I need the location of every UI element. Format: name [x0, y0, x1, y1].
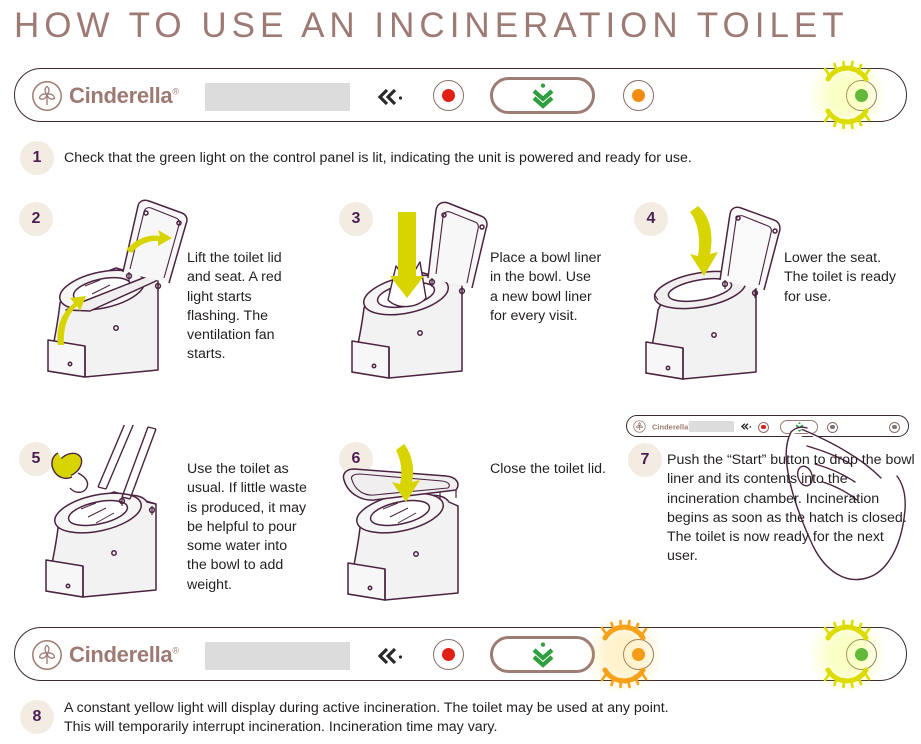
start-button[interactable] [490, 636, 595, 673]
step-badge-7: 7 [628, 443, 662, 477]
panel-display [205, 642, 350, 670]
panel-display-mini [689, 421, 734, 432]
led-dot-red [761, 424, 766, 430]
step-text-5: Use the toilet as usual. If little waste… [187, 461, 307, 593]
led-dot-green [892, 424, 897, 430]
toilet-illustration-step3 [351, 201, 488, 379]
step-badge-1: 1 [20, 141, 54, 175]
orange-indicator [623, 639, 654, 670]
panel-display [205, 83, 350, 111]
step-text-4: Lower the seat. The toilet is ready for … [784, 250, 896, 305]
step-text-6: Close the toilet lid. [490, 461, 606, 477]
step-badge-5: 5 [19, 442, 53, 476]
toilet-illustration-step2 [47, 199, 188, 378]
brand-logo: Cinderella® [31, 639, 179, 671]
led-dot-orange [830, 424, 835, 430]
toilet-illustration-step6 [342, 444, 459, 601]
brand-name-mini: Cinderella® [652, 422, 691, 432]
toilet-illustration-step4 [645, 206, 781, 380]
step-text-7: Push the “Start” button to drop the bowl… [667, 452, 915, 565]
double-chevron-down-icon [532, 83, 553, 109]
double-chevron-left-icon[interactable] [375, 87, 405, 107]
control-panel-bottom: Cinderella® [14, 627, 907, 681]
toilet-illustration-step5 [45, 425, 157, 598]
brand-name: Cinderella® [69, 642, 179, 667]
orange-indicator [623, 80, 654, 111]
led-dot-green [855, 89, 868, 102]
leaf-circle-logo-icon [32, 81, 62, 111]
step-badge-2: 2 [19, 202, 53, 236]
led-dot-green [855, 648, 868, 661]
hand-pressing-start-icon [785, 426, 906, 581]
led-dot-red [442, 89, 455, 102]
step-text-8-line1: A constant yellow light will display dur… [64, 700, 669, 716]
step-badge-8: 8 [20, 700, 54, 734]
red-indicator [433, 80, 464, 111]
green-indicator [846, 80, 877, 111]
green-indicator [846, 639, 877, 670]
brand-logo-mini: Cinderella® [633, 420, 691, 433]
red-indicator [433, 639, 464, 670]
leaf-circle-logo-icon [633, 420, 646, 433]
double-chevron-left-icon[interactable] [740, 422, 752, 431]
step-text-1: Check that the green light on the contro… [64, 150, 692, 166]
step-text-2: Lift the toilet lid and seat. A red ligh… [187, 250, 282, 363]
double-chevron-down-icon [532, 642, 553, 668]
red-indicator-mini [758, 421, 769, 433]
step-text-8-line2: This will temporarily interrupt incinera… [64, 719, 498, 735]
brand-name: Cinderella® [69, 83, 179, 108]
led-dot-orange [632, 648, 645, 661]
page-title: HOW TO USE AN INCINERATION TOILET [14, 6, 849, 45]
leaf-circle-logo-icon [32, 640, 62, 670]
step-text-3: Place a bowl liner in the bowl. Use a ne… [490, 250, 602, 324]
step-badge-3: 3 [339, 202, 373, 236]
step-badge-4: 4 [634, 202, 668, 236]
brand-logo: Cinderella® [31, 80, 179, 112]
control-panel-top: Cinderella® [14, 68, 907, 122]
double-chevron-left-icon[interactable] [375, 646, 405, 666]
led-dot-red [442, 648, 455, 661]
green-indicator-mini [889, 421, 900, 433]
orange-indicator-mini [827, 421, 838, 433]
start-button[interactable] [490, 77, 595, 114]
led-dot-orange [632, 89, 645, 102]
